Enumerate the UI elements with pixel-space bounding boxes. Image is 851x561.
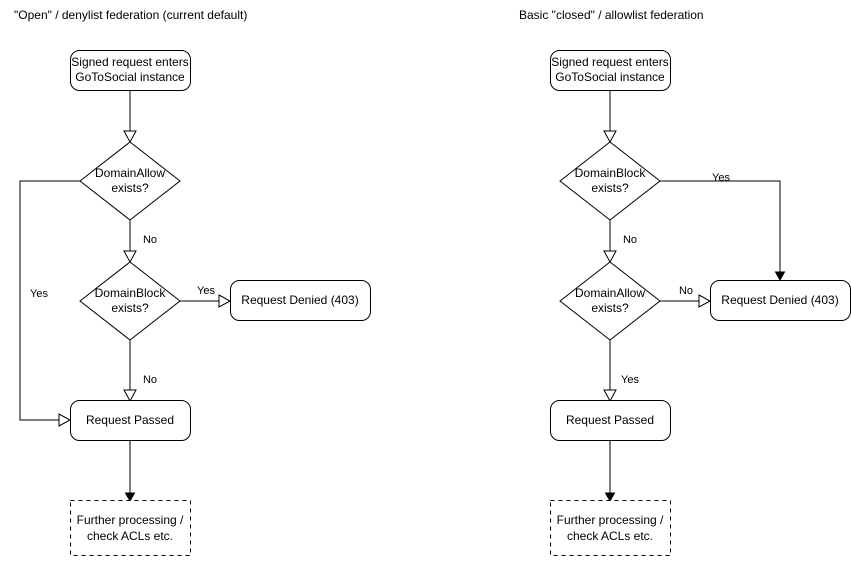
domainallow-label-line1: DomainAllow: [575, 286, 645, 300]
edge-domainblock-no-to-domainallow: No: [603, 220, 637, 264]
domainblock-label-line2: exists?: [591, 181, 629, 195]
request-denied-label: Request Denied (403): [241, 293, 358, 307]
edge-entry-to-domainblock: [603, 90, 617, 144]
node-request-passed-open: Request Passed: [70, 400, 191, 441]
further-processing-label-line1: Further processing /: [557, 513, 664, 527]
arrowhead-open-icon: [123, 389, 137, 403]
entry-box-label-line1: Signed request enters: [551, 55, 668, 69]
node-further-processing-open: Further processing / check ACLs etc.: [70, 500, 191, 556]
edge-label-domainblock-yes: Yes: [197, 285, 215, 297]
arrowhead-open-icon: [218, 294, 232, 308]
panel-title-open-federation: "Open" / denylist federation (current de…: [14, 8, 247, 22]
node-entry-closed: Signed request enters GoToSocial instanc…: [550, 50, 671, 91]
arrowhead-open-icon: [698, 294, 712, 308]
edge-entry-to-domainallow: [123, 90, 137, 144]
edge-domainallow-no-to-denied-closed: No: [660, 285, 712, 308]
node-request-passed-closed: Request Passed: [550, 400, 671, 441]
panel-closed-federation: Basic "closed" / allowlist federation Si…: [519, 8, 851, 556]
node-decision-domainallow-open: DomainAllow exists?: [79, 141, 181, 221]
entry-box-label-line2: GoToSocial instance: [75, 70, 185, 84]
node-entry-open: Signed request enters GoToSocial instanc…: [70, 50, 191, 91]
edge-label-domainallow-yes: Yes: [621, 374, 639, 386]
further-processing-label-line2: check ACLs etc.: [567, 529, 653, 543]
arrowhead-filled-icon: [774, 271, 786, 282]
arrowhead-open-icon: [603, 130, 617, 144]
arrowhead-open-icon: [603, 389, 617, 403]
domainallow-label-line1: DomainAllow: [95, 166, 165, 180]
node-further-processing-closed: Further processing / check ACLs etc.: [550, 500, 671, 556]
edge-passed-to-further-open: [124, 441, 136, 503]
request-passed-label: Request Passed: [86, 413, 174, 427]
request-passed-box-shape: [550, 400, 671, 441]
node-decision-domainblock-open: DomainBlock exists?: [79, 261, 181, 341]
edge-domainblock-yes-to-denied-closed: Yes: [660, 172, 786, 282]
node-decision-domainblock-closed: DomainBlock exists?: [559, 141, 661, 221]
request-denied-label: Request Denied (403): [721, 293, 838, 307]
edge-label-domainblock-no: No: [143, 374, 157, 386]
edge-label-domainblock-no: No: [623, 234, 637, 246]
edge-domainallow-yes-to-passed-closed: Yes: [603, 340, 639, 403]
domainblock-label-line1: DomainBlock: [95, 286, 167, 300]
edge-domainblock-yes-to-denied: Yes: [180, 285, 232, 308]
edge-label-domainblock-yes: Yes: [712, 172, 730, 184]
request-passed-label: Request Passed: [566, 413, 654, 427]
panel-open-federation: "Open" / denylist federation (current de…: [14, 8, 371, 556]
edge-label-domainallow-no: No: [143, 234, 157, 246]
edge-passed-to-further-closed: [604, 441, 616, 503]
domainallow-label-line2: exists?: [591, 301, 629, 315]
further-processing-box-shape: [70, 500, 191, 556]
node-decision-domainallow-closed: DomainAllow exists?: [559, 261, 661, 341]
arrowhead-open-icon: [603, 250, 617, 264]
entry-box-label-line1: Signed request enters: [71, 55, 188, 69]
domainallow-label-line2: exists?: [111, 181, 149, 195]
arrowhead-filled-icon: [604, 492, 616, 503]
arrowhead-open-icon: [123, 130, 137, 144]
edge-domainallow-yes-to-passed: Yes: [19, 180, 80, 427]
further-processing-label-line2: check ACLs etc.: [87, 529, 173, 543]
edge-label-domainallow-no: No: [679, 285, 693, 297]
arrowhead-filled-icon: [124, 492, 136, 503]
domainblock-label-line1: DomainBlock: [575, 166, 647, 180]
edge-domainallow-no-to-domainblock: No: [123, 220, 157, 264]
request-passed-box-shape: [70, 400, 191, 441]
edge-label-domainallow-yes: Yes: [30, 288, 48, 300]
panel-title-closed-federation: Basic "closed" / allowlist federation: [519, 8, 704, 22]
node-request-denied-closed: Request Denied (403): [710, 280, 851, 321]
further-processing-box-shape: [550, 500, 671, 556]
further-processing-label-line1: Further processing /: [77, 513, 184, 527]
request-denied-box-shape: [230, 280, 371, 321]
edge-domainblock-no-to-passed: No: [123, 340, 157, 403]
entry-box-label-line2: GoToSocial instance: [555, 70, 665, 84]
node-request-denied-open: Request Denied (403): [230, 280, 371, 321]
domainblock-label-line2: exists?: [111, 301, 149, 315]
arrowhead-open-icon: [58, 413, 72, 427]
arrowhead-open-icon: [123, 250, 137, 264]
